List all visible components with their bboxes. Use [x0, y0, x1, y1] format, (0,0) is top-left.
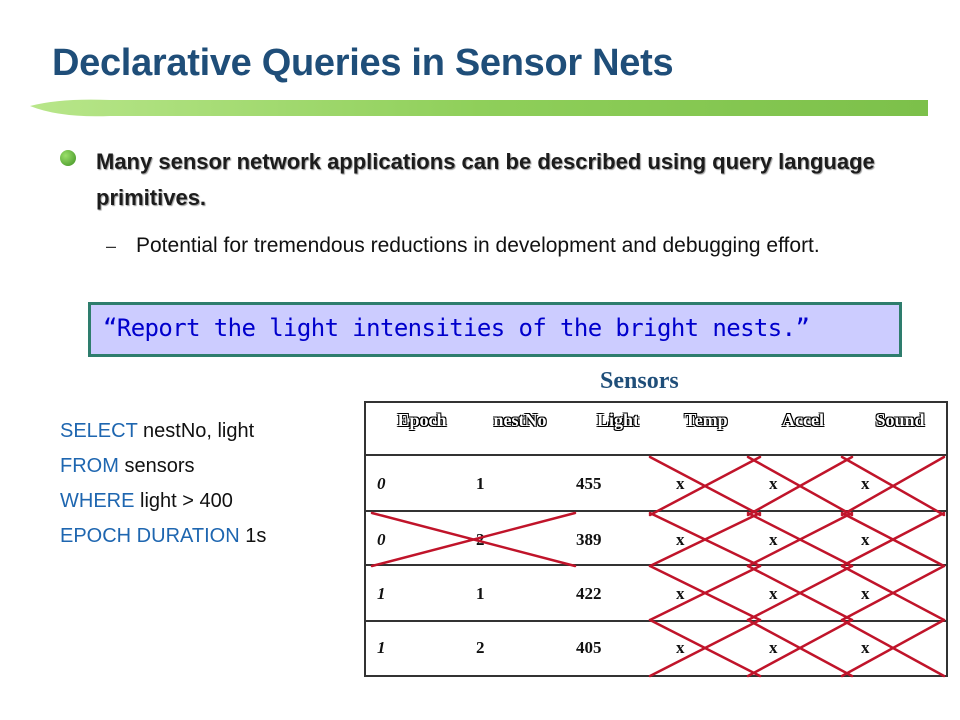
cell-temp: x: [676, 530, 685, 549]
cell-light: 389: [576, 530, 602, 549]
cell-accel: x: [769, 638, 778, 657]
header-light: Light: [596, 410, 639, 430]
sub-bullet: Potential for tremendous reductions in d…: [136, 234, 820, 257]
sql-clause: 1s: [239, 525, 267, 547]
sql-clause: sensors: [118, 455, 195, 477]
slide-title: Declarative Queries in Sensor Nets: [52, 42, 674, 84]
sql-keyword: WHERE: [60, 490, 135, 512]
table-title: Sensors: [600, 368, 679, 394]
sql-select-line: SELECT nestNo, light: [60, 414, 266, 449]
sql-from-line: FROM sensors: [60, 449, 266, 484]
sql-keyword: EPOCH DURATION: [60, 525, 240, 547]
cell-nestno: 2: [476, 638, 485, 657]
cell-accel: x: [769, 474, 778, 493]
cell-light: 405: [576, 638, 602, 657]
title-underline: [30, 99, 928, 117]
sql-query: SELECT nestNo, light FROM sensors WHERE …: [60, 414, 266, 554]
cell-sound: x: [861, 638, 870, 657]
header-temp: Temp: [684, 410, 728, 430]
header-epoch: Epoch: [397, 410, 447, 430]
quote-text: “Report the light intensities of the bri…: [103, 314, 810, 342]
sql-clause: light > 400: [134, 490, 233, 512]
cell-nestno: 1: [476, 584, 485, 603]
cell-nestno: 2: [476, 530, 485, 549]
sql-keyword: SELECT: [60, 420, 138, 442]
header-sound: Sound: [875, 410, 925, 430]
cell-epoch: 0: [377, 530, 386, 549]
sql-epoch-line: EPOCH DURATION 1s: [60, 519, 266, 554]
cell-sound: x: [861, 584, 870, 603]
cell-epoch: 1: [377, 638, 386, 657]
cell-accel: x: [769, 584, 778, 603]
cell-epoch: 0: [377, 474, 386, 493]
cell-accel: x: [769, 530, 778, 549]
header-nestno: nestNo: [493, 410, 547, 430]
cell-temp: x: [676, 474, 685, 493]
sql-keyword: FROM: [60, 455, 119, 477]
cell-epoch: 1: [377, 584, 386, 603]
sql-where-line: WHERE light > 400: [60, 484, 266, 519]
dash-icon: –: [106, 236, 117, 256]
cell-temp: x: [676, 584, 685, 603]
header-accel: Accel: [782, 410, 824, 430]
cell-light: 455: [576, 474, 602, 493]
sql-clause: nestNo, light: [137, 420, 255, 442]
cell-nestno: 1: [476, 474, 485, 493]
main-bullet: Many sensor network applications can be …: [96, 149, 875, 210]
cell-sound: x: [861, 474, 870, 493]
bullet-icon: [60, 150, 76, 166]
cell-sound: x: [861, 530, 870, 549]
cell-temp: x: [676, 638, 685, 657]
quote-box: “Report the light intensities of the bri…: [88, 302, 902, 357]
cell-light: 422: [576, 584, 602, 603]
